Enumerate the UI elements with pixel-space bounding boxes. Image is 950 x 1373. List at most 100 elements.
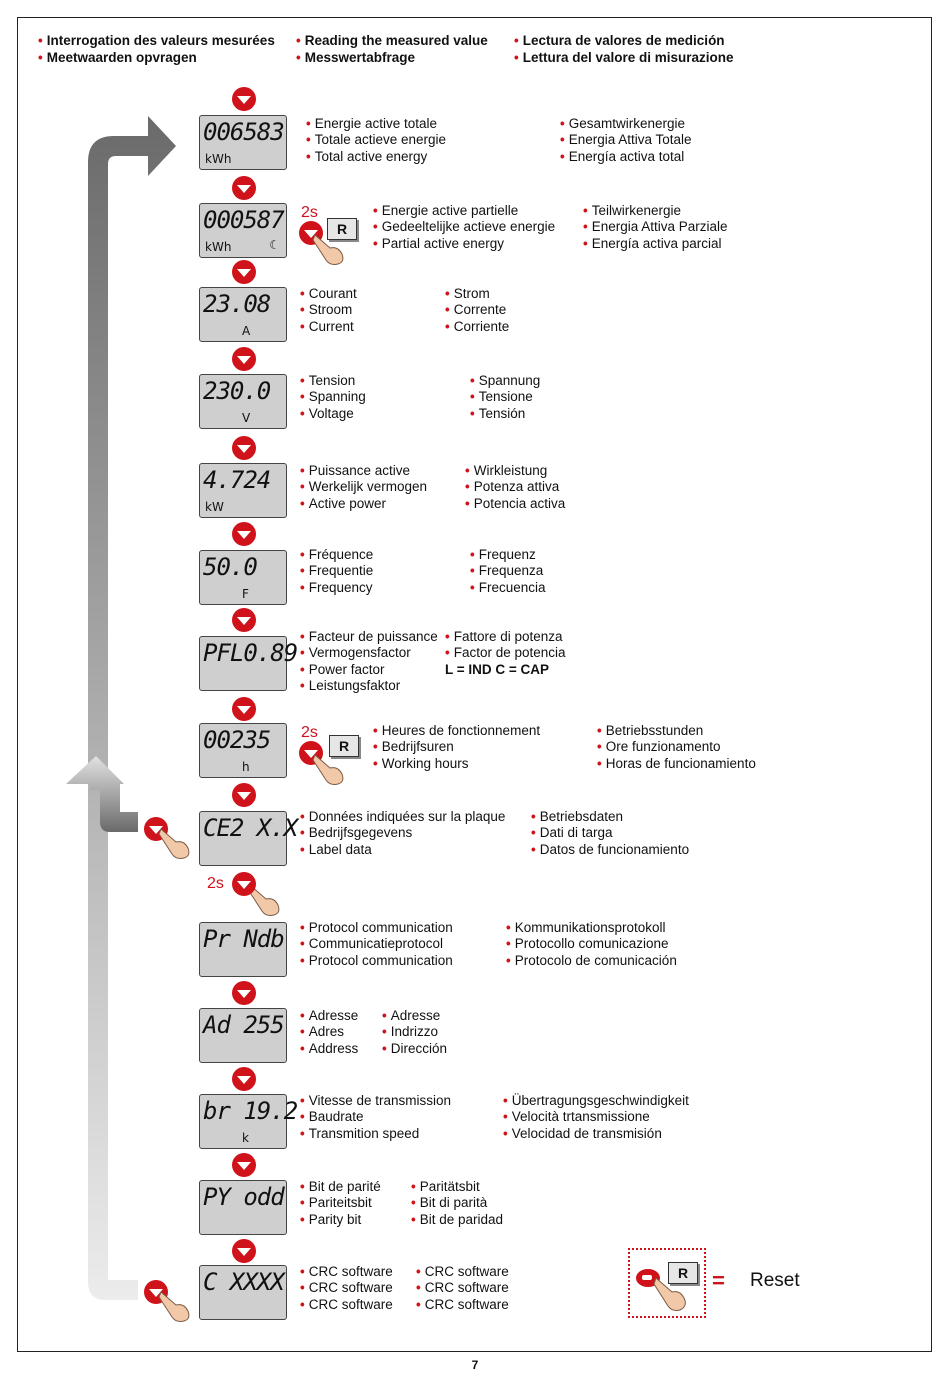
next-button[interactable] [231, 871, 257, 897]
next-button[interactable] [231, 782, 257, 808]
label-item: Protocolo de comunicación [514, 952, 677, 968]
lcd-unit: V [242, 411, 251, 425]
label-item: Indrizzo [390, 1024, 439, 1040]
label-item: Bit de paridad [419, 1211, 504, 1227]
label-item: Frequenz [478, 547, 536, 562]
label-item: Corriente [453, 318, 510, 334]
label-item: Vermogensfactor [308, 645, 411, 661]
label-item: Working hours [381, 755, 469, 771]
label-item: Facteur de puissance [308, 629, 438, 644]
label-item: Tensione [478, 389, 533, 405]
down-arrow-icon[interactable] [231, 86, 257, 112]
labels-left: •Energie active totale•Totale actieve en… [306, 116, 447, 164]
label-item: Tension [308, 373, 356, 388]
next-button[interactable] [231, 607, 257, 633]
down-arrow-icon[interactable] [231, 521, 257, 547]
lcd-unit: F [242, 587, 249, 601]
lcd-unit: h [242, 760, 250, 774]
label-item: Données indiquées sur la plaque [308, 809, 506, 824]
lcd-value: 006583 [203, 118, 285, 146]
label-item: Spanning [308, 389, 366, 405]
down-arrow-icon[interactable] [231, 782, 257, 808]
moon-icon: ☾ [269, 238, 280, 252]
label-item: Heures de fonctionnement [381, 723, 541, 738]
next-button[interactable] [231, 696, 257, 722]
label-item: CRC software [424, 1264, 509, 1279]
down-arrow-icon[interactable] [231, 1066, 257, 1092]
next-button[interactable] [231, 1152, 257, 1178]
label-item: Pariteitsbit [308, 1195, 372, 1211]
hold-2s-label: 2s [301, 204, 318, 221]
next-button[interactable] [231, 346, 257, 372]
down-arrow-icon[interactable] [231, 696, 257, 722]
lcd-display: PY odd [199, 1180, 287, 1235]
label-item: Gesamtwirkenergie [568, 116, 686, 131]
r-key[interactable]: R [327, 218, 357, 240]
lcd-value: CE2 X.X [203, 814, 298, 842]
labels-left: •Heures de fonctionnement•Bedrijfsuren•W… [373, 723, 541, 771]
pf-note: L = IND C = CAP [445, 661, 550, 677]
labels-right: •Betriebsstunden•Ore funzionamento•Horas… [597, 723, 756, 771]
finger-icon [312, 234, 344, 265]
label-item: Baudrate [308, 1109, 364, 1125]
label-item: Transmition speed [308, 1125, 420, 1141]
next-button[interactable] [231, 521, 257, 547]
labels-right: •Frequenz•Frequenza•Frecuencia [470, 547, 546, 595]
down-arrow-icon[interactable] [231, 980, 257, 1006]
label-item: Puissance active [308, 463, 411, 478]
finger-icon [158, 828, 190, 859]
down-arrow-icon[interactable] [231, 259, 257, 285]
labels-left: •Facteur de puissance•Vermogensfactor•Po… [300, 629, 438, 694]
label-item: Energía activa total [568, 148, 685, 164]
finger-wrap [158, 826, 192, 865]
down-arrow-icon[interactable] [231, 1152, 257, 1178]
down-arrow-icon[interactable] [231, 346, 257, 372]
down-arrow-icon[interactable] [231, 435, 257, 461]
label-item: Bedrijfsuren [381, 739, 454, 755]
next-button[interactable] [231, 1066, 257, 1092]
down-arrow-icon[interactable] [231, 175, 257, 201]
r-key[interactable]: R [329, 735, 359, 757]
label-item: Übertragungsgeschwindigkeit [511, 1093, 689, 1108]
lcd-unit: kWh [205, 152, 232, 166]
label-item: Datos de funcionamiento [539, 841, 690, 857]
label-item: CRC software [308, 1280, 393, 1296]
lcd-unit: kWh [205, 240, 232, 254]
next-button[interactable] [231, 980, 257, 1006]
finger-icon [312, 754, 344, 785]
down-arrow-icon[interactable] [231, 607, 257, 633]
label-item: Parity bit [308, 1211, 362, 1227]
next-button[interactable] [231, 175, 257, 201]
next-button[interactable] [231, 435, 257, 461]
down-arrow-icon[interactable] [231, 1238, 257, 1264]
lcd-display: PFL0.89 [199, 636, 298, 691]
labels-right: •Wirkleistung•Potenza attiva•Potencia ac… [465, 463, 566, 511]
label-item: Betriebsdaten [539, 809, 624, 824]
label-item: Dirección [390, 1040, 448, 1056]
lcd-display: 006583 kWh [199, 115, 287, 170]
label-item: Voltage [308, 405, 354, 421]
next-button[interactable] [231, 86, 257, 112]
label-item: Teilwirkenergie [591, 203, 682, 218]
next-button[interactable] [231, 1238, 257, 1264]
finger-wrap [248, 883, 282, 922]
labels-right: •Gesamtwirkenergie•Energia Attiva Totale… [560, 116, 692, 164]
down-arrow-icon[interactable] [231, 871, 257, 897]
lcd-value: Pr Ndb [203, 925, 285, 953]
label-item: Adres [308, 1024, 345, 1040]
next-button[interactable] [231, 259, 257, 285]
loop-arrow-long [88, 116, 176, 1300]
label-item: Adresse [390, 1008, 441, 1023]
label-item: CRC software [308, 1296, 393, 1312]
labels-left: •Adresse•Adres•Address [300, 1008, 359, 1056]
r-key[interactable]: R [668, 1262, 698, 1284]
label-item: Fréquence [308, 547, 374, 562]
label-item: Betriebsstunden [605, 723, 704, 738]
finger-icon [653, 1277, 686, 1311]
lcd-unit: k [242, 1131, 249, 1145]
